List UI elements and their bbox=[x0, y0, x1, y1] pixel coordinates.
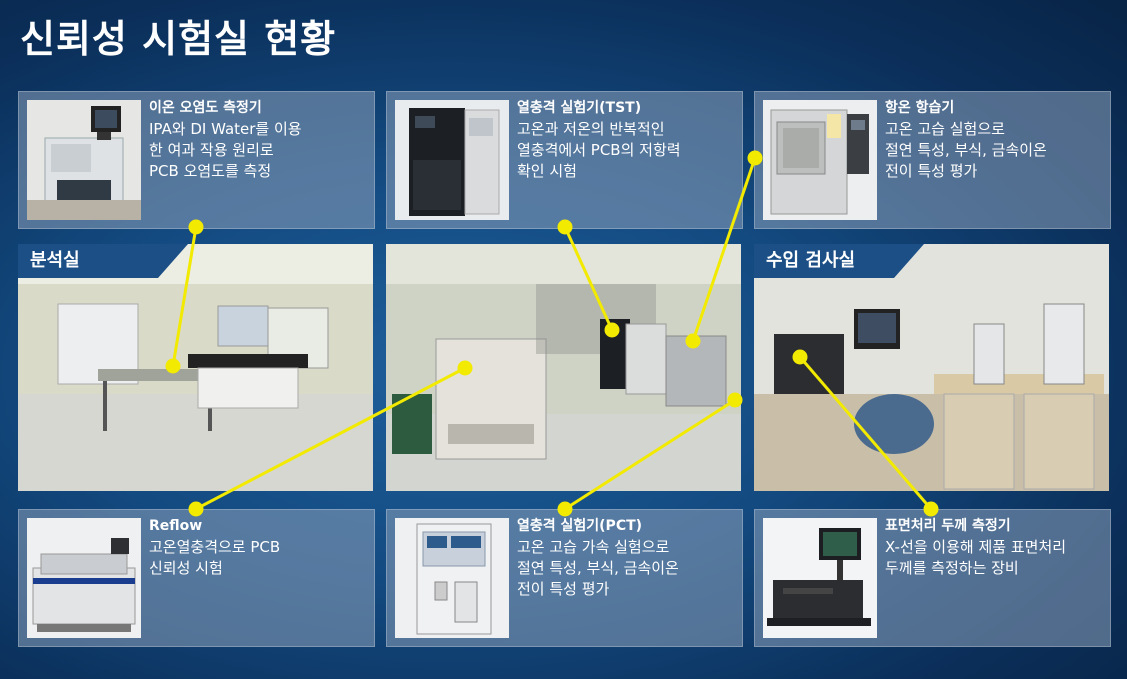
connector-dot bbox=[923, 501, 939, 517]
connector-dot bbox=[457, 360, 473, 376]
section-label: 분석실 bbox=[30, 250, 80, 271]
card-xray: 표면처리 두께 측정기 X-선을 이용해 제품 표면처리 두께를 측정하는 장비 bbox=[754, 509, 1111, 647]
card-chamber: 항온 항습기 고온 고습 실험으로 절연 특성, 부식, 금속이온 전이 특성 … bbox=[754, 91, 1111, 229]
connector-dot bbox=[188, 501, 204, 517]
page-title: 신뢰성 시험실 현황 bbox=[20, 17, 337, 61]
connector-dot bbox=[685, 333, 701, 349]
pct-chamber-photo bbox=[395, 518, 509, 638]
card-line: 고온 고습 가속 실험으로 bbox=[517, 538, 670, 556]
card-line: 고온과 저온의 반복적인 bbox=[517, 120, 665, 138]
card-pct: 열충격 실험기(PCT) 고온 고습 가속 실험으로 절연 특성, 부식, 금속… bbox=[386, 509, 743, 647]
card-line: PCB 오염도를 측정 bbox=[149, 162, 272, 180]
section-tab-incoming: 수입 검사실 bbox=[754, 244, 936, 278]
card-ion-tester: 이온 오염도 측정기 IPA와 DI Water를 이용 한 여과 작용 원리로… bbox=[18, 91, 375, 229]
card-line: 고온열충격으로 PCB bbox=[149, 538, 281, 556]
ion-tester-photo bbox=[27, 100, 141, 220]
connector-dot bbox=[792, 349, 808, 365]
card-line: 전이 특성 평가 bbox=[885, 162, 978, 180]
card-line: 확인 시험 bbox=[517, 162, 577, 180]
card-line: 절연 특성, 부식, 금속이온 bbox=[517, 559, 679, 577]
card-line: 두께를 측정하는 장비 bbox=[885, 559, 1019, 577]
card-line: 고온 고습 실험으로 bbox=[885, 120, 1005, 138]
connector-dot bbox=[165, 358, 181, 374]
card-title: 표면처리 두께 측정기 bbox=[885, 518, 1011, 534]
card-title: Reflow bbox=[149, 518, 203, 534]
card-title: 항온 항습기 bbox=[885, 100, 955, 116]
analysis-room-photo bbox=[18, 244, 373, 491]
section-label: 수입 검사실 bbox=[766, 250, 856, 271]
connector-dot bbox=[747, 150, 763, 166]
card-line: 전이 특성 평가 bbox=[517, 580, 610, 598]
reflow-oven-photo bbox=[27, 518, 141, 638]
card-reflow: Reflow 고온열충격으로 PCB 신뢰성 시험 bbox=[18, 509, 375, 647]
xray-thickness-gauge-photo bbox=[763, 518, 877, 638]
section-tab-analysis: 분석실 bbox=[18, 244, 200, 278]
card-line: 신뢰성 시험 bbox=[149, 559, 223, 577]
card-title: 열충격 실험기(TST) bbox=[517, 100, 642, 116]
incoming-inspection-photo bbox=[754, 244, 1109, 491]
connector-dot bbox=[188, 219, 204, 235]
card-line: 열충격에서 PCB의 저항력 bbox=[517, 141, 681, 159]
card-line: 절연 특성, 부식, 금속이온 bbox=[885, 141, 1047, 159]
card-tst: 열충격 실험기(TST) 고온과 저온의 반복적인 열충격에서 PCB의 저항력… bbox=[386, 91, 743, 229]
card-line: X-선을 이용해 제품 표면처리 bbox=[885, 538, 1067, 556]
connector-dot bbox=[557, 501, 573, 517]
card-line: 한 여과 작용 원리로 bbox=[149, 141, 274, 159]
thermal-test-room-photo bbox=[386, 244, 741, 491]
connector-dot bbox=[557, 219, 573, 235]
tst-chamber-photo bbox=[395, 100, 509, 220]
card-title: 열충격 실험기(PCT) bbox=[517, 518, 643, 534]
card-line: IPA와 DI Water를 이용 bbox=[149, 120, 302, 138]
temp-humidity-chamber-photo bbox=[763, 100, 877, 220]
connector-dot bbox=[604, 322, 620, 338]
connector-dot bbox=[727, 392, 743, 408]
card-title: 이온 오염도 측정기 bbox=[149, 100, 262, 116]
